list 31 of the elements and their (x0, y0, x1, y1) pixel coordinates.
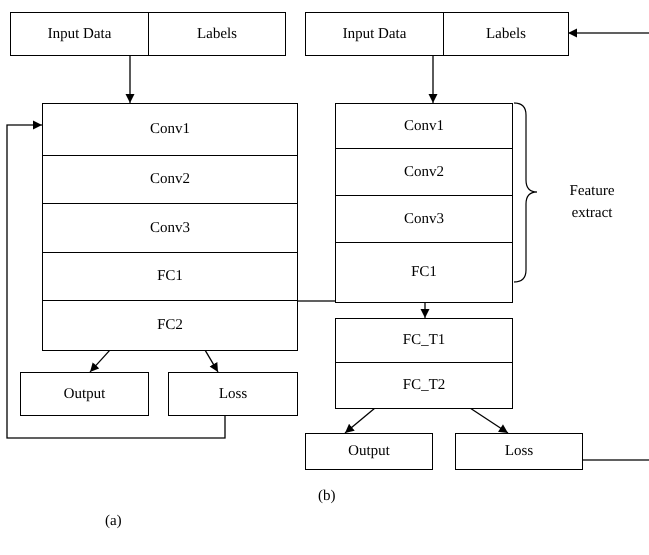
bracket-label: Feature extract (568, 182, 616, 223)
panel-label: (b) (318, 487, 336, 506)
layer-box: Conv2 (42, 155, 298, 204)
layer-box: Conv3 (42, 203, 298, 253)
layer-box: Loss (455, 433, 583, 470)
arrow (568, 28, 649, 38)
layer-box: Output (305, 433, 433, 470)
layer-box: Conv3 (335, 195, 513, 243)
arrow (126, 55, 134, 103)
layer-box: FC1 (335, 242, 513, 303)
layer-box: Loss (168, 372, 298, 416)
layer-box: FC_T2 (335, 362, 513, 409)
arrow (420, 302, 430, 318)
arrow (6, 120, 226, 439)
layer-box: Conv1 (335, 103, 513, 149)
arrow (90, 350, 110, 372)
layer-box: Output (20, 372, 149, 416)
layer-box: Labels (148, 12, 286, 56)
arrow (344, 408, 376, 434)
layer-box: FC2 (42, 300, 298, 351)
layer-box: Input Data (305, 12, 444, 56)
layer-box: Input Data (10, 12, 149, 56)
layer-box: Conv1 (42, 103, 298, 156)
layer-box: FC1 (42, 252, 298, 301)
arrow (470, 407, 508, 434)
arrow (428, 55, 438, 103)
layer-box: Labels (443, 12, 569, 56)
arrow (204, 350, 219, 372)
layer-box: Conv2 (335, 148, 513, 196)
layer-box: FC_T1 (335, 318, 513, 363)
panel-label: (a) (105, 512, 122, 531)
